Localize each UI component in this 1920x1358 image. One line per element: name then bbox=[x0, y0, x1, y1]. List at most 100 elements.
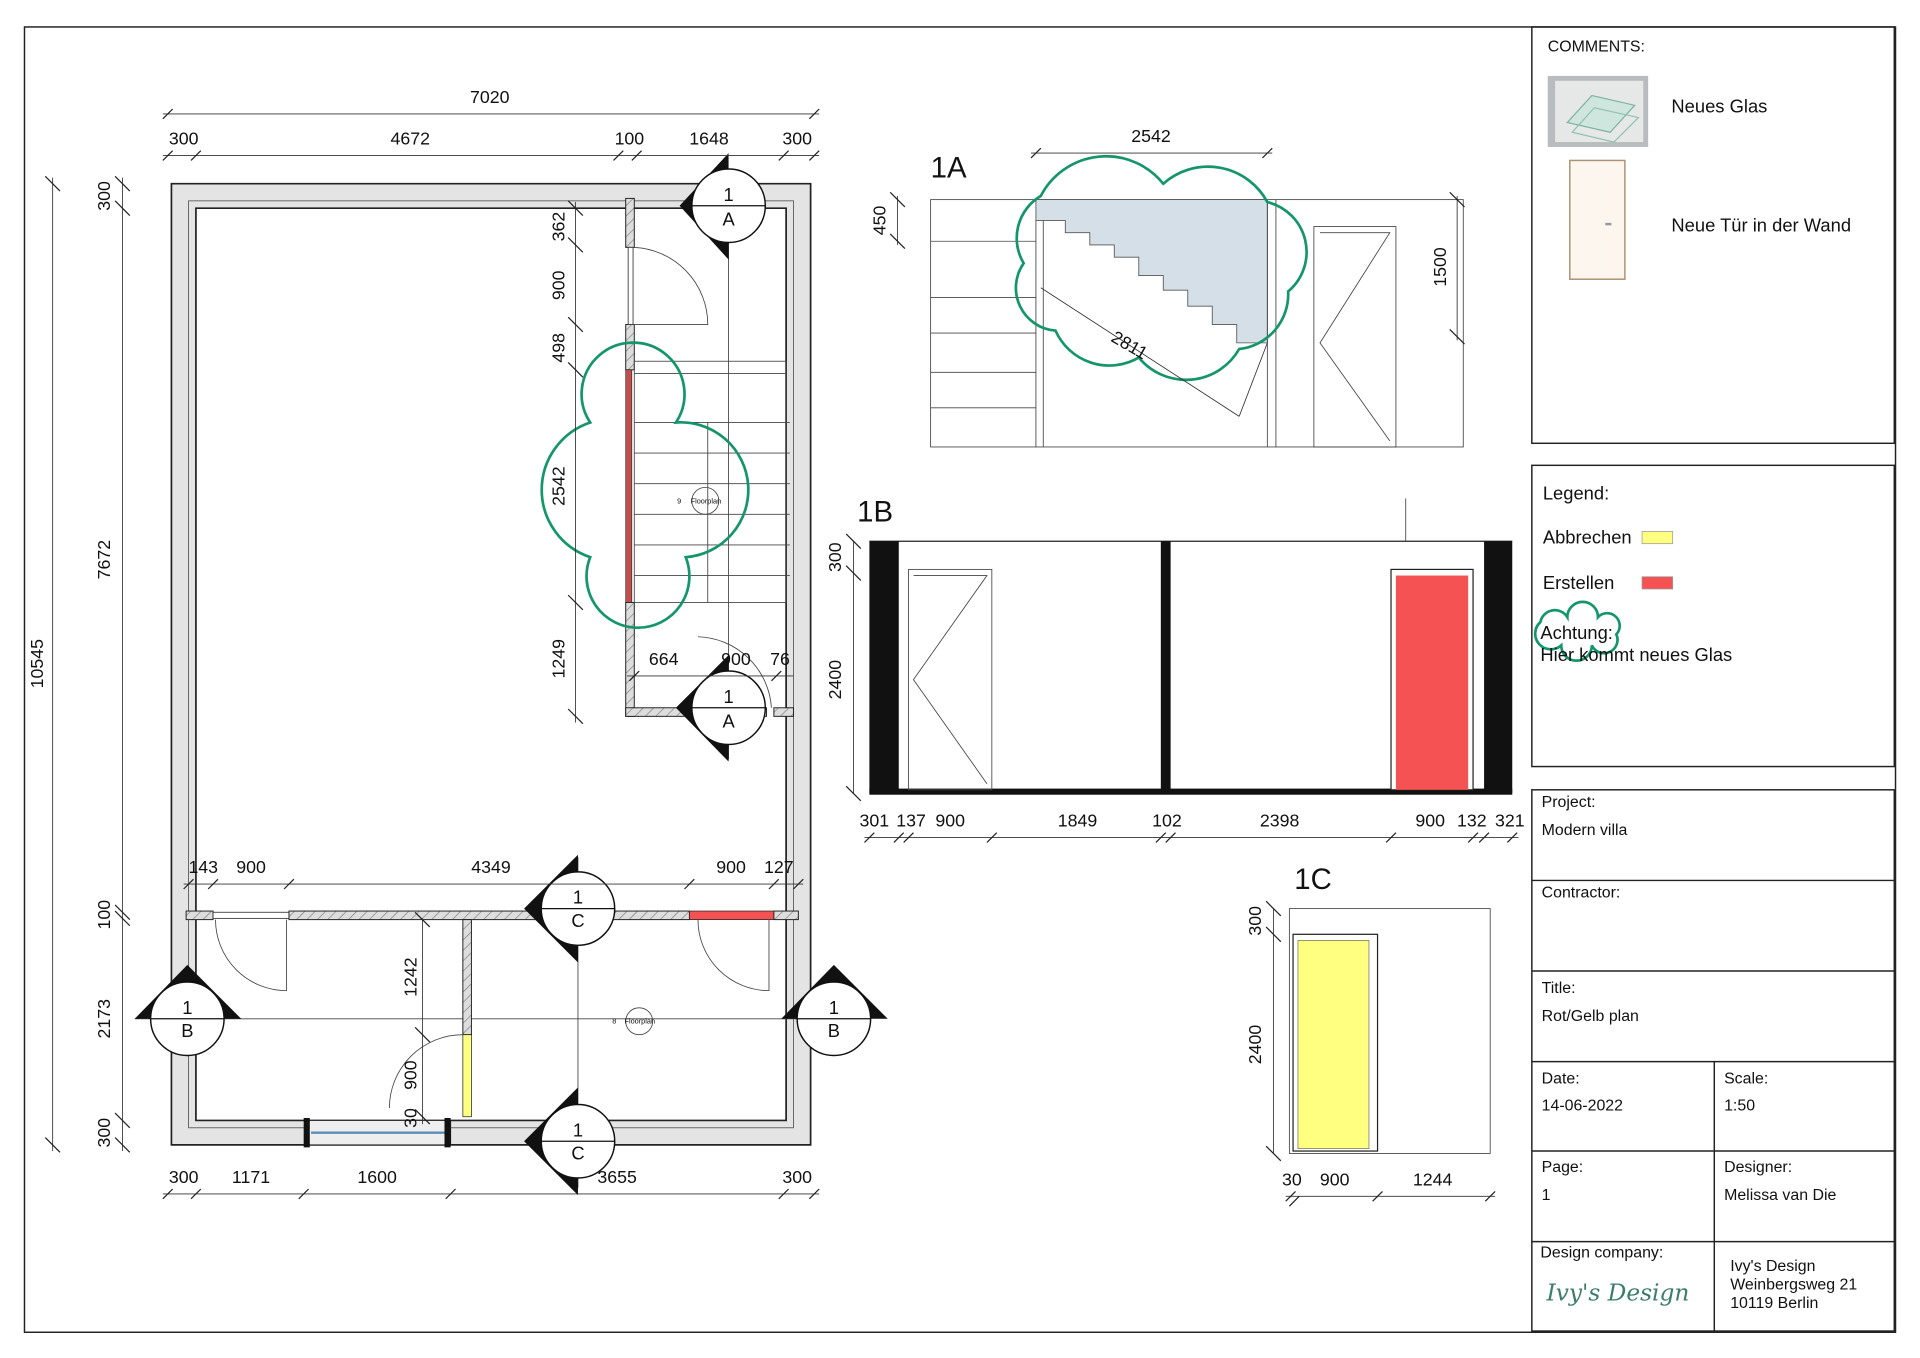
section-marker-a-bottom[interactable]: 1 A bbox=[675, 655, 767, 762]
label: 2542 bbox=[1131, 126, 1171, 146]
drawing-line bbox=[162, 1188, 820, 1200]
label: 100 bbox=[94, 900, 114, 930]
drawing-line bbox=[288, 910, 690, 921]
label: 102 bbox=[1152, 811, 1182, 831]
drawing-line bbox=[114, 175, 131, 1153]
drawing-line bbox=[625, 369, 633, 603]
legend-swatch-abbrechen bbox=[1641, 531, 1674, 545]
label: 1244 bbox=[1413, 1169, 1453, 1189]
door-image bbox=[1569, 159, 1626, 280]
label: Ivy's Design bbox=[1730, 1258, 1815, 1275]
label: 301 bbox=[859, 811, 889, 831]
drawing-line bbox=[1160, 541, 1171, 794]
drawing-line bbox=[691, 486, 720, 515]
drawing-line bbox=[388, 1034, 463, 1109]
elevation-1c: 1C 300 2400 30 900 1244 bbox=[1245, 863, 1496, 1207]
section-marker-c-bottom[interactable]: 1 C bbox=[524, 1087, 616, 1196]
drawing-line bbox=[1265, 900, 1282, 1162]
label: 900 bbox=[236, 857, 266, 877]
drawing-line bbox=[1531, 464, 1896, 768]
label: A bbox=[722, 710, 735, 731]
label: Page: bbox=[1542, 1159, 1584, 1176]
label: COMMENTS: bbox=[1548, 38, 1645, 55]
label: 362 bbox=[548, 212, 568, 242]
label: B bbox=[828, 1020, 840, 1041]
label: 900 bbox=[716, 857, 746, 877]
label: 2400 bbox=[825, 660, 845, 700]
drawing-line bbox=[414, 911, 431, 1125]
label: 900 bbox=[1415, 811, 1445, 831]
label: 900 bbox=[721, 649, 751, 669]
drawing-line bbox=[215, 919, 287, 992]
comment-door-label: Neue Tür in der Wand bbox=[1671, 214, 1851, 235]
comments-panel: COMMENTS: Neues Glas Neue Tür in der Wan… bbox=[1531, 26, 1896, 445]
elevation-1a: 1A 2542 450 1500 2811 bbox=[869, 126, 1465, 448]
label: 300 bbox=[782, 129, 812, 149]
drawing-line bbox=[1571, 107, 1640, 143]
label: 1 bbox=[1542, 1187, 1551, 1204]
label: 1C bbox=[1294, 863, 1332, 896]
label: 76 bbox=[770, 649, 790, 669]
label: 300 bbox=[1245, 906, 1265, 936]
drawing-line bbox=[864, 832, 1518, 843]
drawing-line bbox=[1030, 147, 1273, 159]
label: Hier kommt neues Glas bbox=[1540, 644, 1732, 665]
label: 143 bbox=[188, 857, 218, 877]
label: Legend: bbox=[1543, 483, 1609, 504]
section-marker-c-top[interactable]: 1 C bbox=[524, 854, 616, 963]
drawing-line bbox=[567, 200, 584, 725]
section-marker-b-left[interactable]: 1 B bbox=[134, 964, 242, 1057]
label: 498 bbox=[548, 333, 568, 363]
label: A bbox=[722, 208, 735, 229]
drawing-line bbox=[773, 910, 799, 921]
label: 132 bbox=[1457, 811, 1487, 831]
drawing-line bbox=[628, 670, 782, 682]
label: Weinbergsweg 21 bbox=[1730, 1276, 1857, 1293]
label: Design company: bbox=[1540, 1245, 1663, 1262]
label: Floorplan bbox=[624, 1017, 655, 1026]
label: Abbrechen bbox=[1543, 527, 1632, 548]
drawing-line bbox=[303, 1117, 310, 1148]
drawing-line bbox=[912, 575, 988, 784]
label: 1 bbox=[573, 1119, 583, 1140]
drawing-line bbox=[1484, 541, 1513, 794]
drawing-line bbox=[1531, 26, 1896, 445]
label: 8 bbox=[612, 1017, 616, 1026]
drawing-line bbox=[1569, 159, 1626, 280]
drawing-line bbox=[162, 108, 820, 120]
label: Achtung: bbox=[1540, 622, 1612, 643]
new-wall-red bbox=[689, 910, 775, 920]
drawing-line bbox=[697, 636, 772, 708]
label: 2173 bbox=[94, 999, 114, 1039]
label: 10545 bbox=[27, 639, 47, 688]
door-top bbox=[627, 246, 634, 325]
drawing-line bbox=[1319, 232, 1391, 442]
drawing-line bbox=[183, 878, 804, 890]
label: 1171 bbox=[232, 1167, 270, 1187]
label: 300 bbox=[169, 1167, 199, 1187]
label: 1 bbox=[723, 686, 733, 707]
section-marker-b-right[interactable]: 1 B bbox=[781, 964, 888, 1057]
label: 1648 bbox=[689, 129, 729, 149]
label: Title: bbox=[1542, 980, 1576, 997]
demolish-door-yellow bbox=[1297, 940, 1370, 1149]
label: 7672 bbox=[94, 540, 114, 580]
label: 300 bbox=[782, 1167, 812, 1187]
label: 300 bbox=[825, 542, 845, 572]
label: 7020 bbox=[470, 87, 510, 107]
section-marker-a-top[interactable]: 1 A bbox=[679, 153, 767, 260]
label: 1 bbox=[573, 887, 583, 908]
label: 1B bbox=[857, 496, 893, 529]
sheet-border bbox=[23, 26, 1897, 1333]
label: 10119 Berlin bbox=[1730, 1295, 1818, 1312]
drawing-line bbox=[625, 1007, 654, 1036]
floorplan-ref-label[interactable]: Floorplan bbox=[691, 496, 722, 505]
label: 127 bbox=[764, 857, 794, 877]
drawing-line bbox=[633, 360, 787, 603]
staircase: Floorplan 9 bbox=[633, 360, 790, 603]
label: Project: bbox=[1542, 794, 1596, 811]
plan-dimensions: 7020 300 4672 100 1648 300 300 1171 1600… bbox=[27, 87, 820, 1200]
label: 321 bbox=[1495, 811, 1525, 831]
label: 30 bbox=[400, 1108, 420, 1128]
